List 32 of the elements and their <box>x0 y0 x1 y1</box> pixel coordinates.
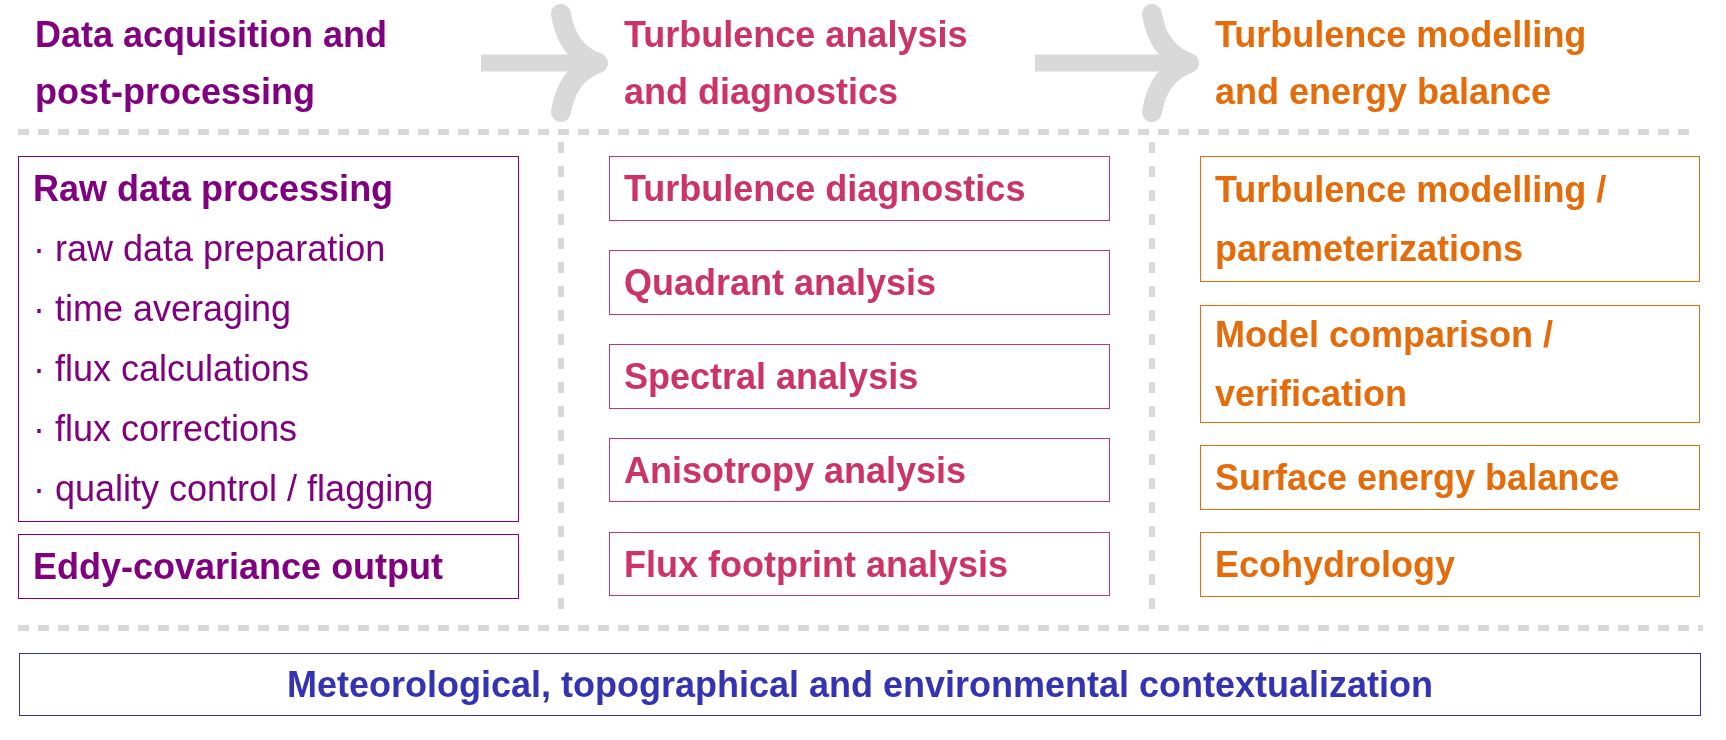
box-label: Eddy-covariance output <box>33 545 444 589</box>
topic-box <box>609 344 1110 409</box>
box-label: Quadrant analysis <box>624 261 937 305</box>
column-heading: Turbulence analysis and diagnostics <box>624 6 1029 120</box>
topic-box <box>1200 532 1700 597</box>
topic-box <box>609 438 1110 502</box>
topic-box <box>1200 305 1700 423</box>
list-item: · raw data preparation <box>33 227 386 271</box>
context-box <box>19 653 1701 716</box>
column-heading: Data acquisition and post-processing <box>35 6 475 120</box>
topic-box <box>1200 445 1700 510</box>
box-label: Turbulence diagnostics <box>624 167 1026 211</box>
list-item: · quality control / flagging <box>33 467 434 511</box>
topic-box <box>609 250 1110 315</box>
topic-box <box>609 532 1110 596</box>
topic-box <box>1200 156 1700 282</box>
box-label: Meteorological, topographical and environmental contextualization <box>286 662 1434 707</box>
column-heading: Turbulence modelling and energy balance <box>1215 6 1645 120</box>
list-item: · flux corrections <box>33 407 298 451</box>
box-label: Surface energy balance <box>1215 456 1620 500</box>
box-label: Flux footprint analysis <box>624 542 1009 587</box>
topic-box <box>609 156 1110 221</box>
list-item: · flux calculations <box>33 347 310 391</box>
list-item: · time averaging <box>33 287 292 331</box>
box-label: Anisotropy analysis <box>624 448 967 493</box>
process-box <box>18 156 519 522</box>
box-label: Spectral analysis <box>624 355 919 399</box>
box-label: Turbulence modelling / parameterizations <box>1215 168 1608 271</box>
box-heading: Raw data processing <box>33 167 394 211</box>
box-label: Ecohydrology <box>1215 543 1456 587</box>
topic-box <box>18 534 519 599</box>
box-label: Model comparison / verification <box>1215 313 1555 416</box>
